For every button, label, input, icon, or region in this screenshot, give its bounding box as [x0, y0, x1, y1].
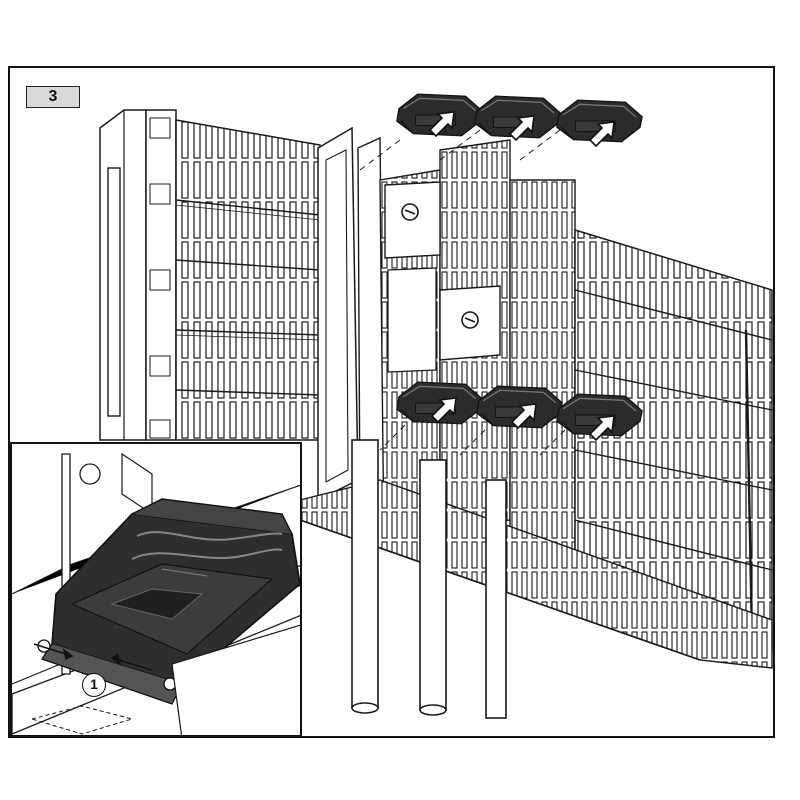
- detail-inset: [10, 442, 302, 737]
- right-slatted-panel: [574, 228, 773, 652]
- step-number-badge: 3: [26, 86, 80, 108]
- left-slatted-panel: [175, 119, 321, 441]
- busbar-holder-assembly: [317, 126, 576, 561]
- callout-number-1: 1: [82, 673, 106, 697]
- clip-detail-illustration: [12, 452, 300, 735]
- left-rack-column: [99, 109, 177, 441]
- alignment-guides: [359, 129, 566, 456]
- snap-clip: [37, 498, 300, 705]
- busbar-rods: [351, 439, 507, 719]
- screw-icon: [401, 203, 479, 329]
- slide-arrow-icon: [33, 643, 153, 671]
